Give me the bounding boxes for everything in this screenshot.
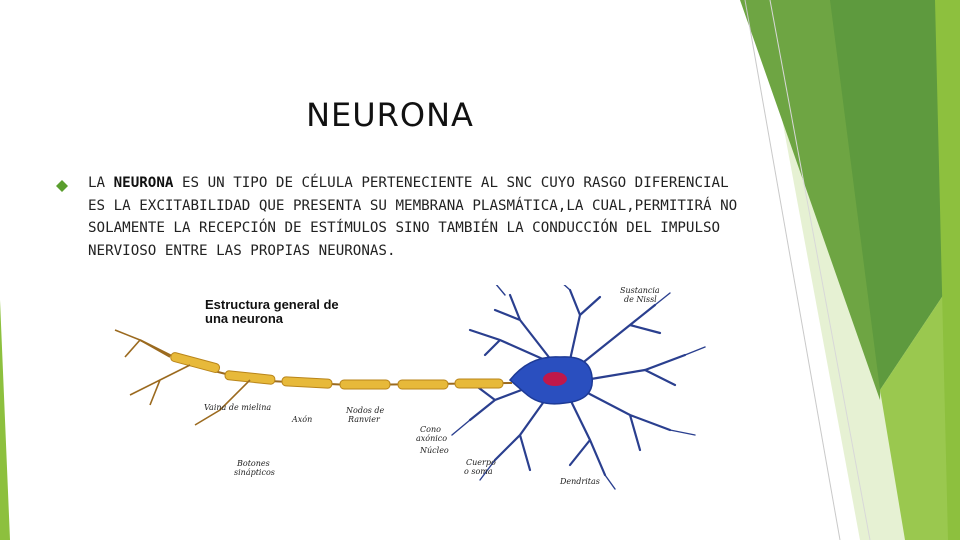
axon-terminals <box>114 329 251 426</box>
label-cono-line1: Cono <box>420 425 441 434</box>
neuron-nucleus <box>543 372 567 386</box>
label-axon: Axón <box>291 415 312 424</box>
slide-paragraph: LA NEURONA ES UN TIPO DE CÉLULA PERTENEC… <box>88 172 738 262</box>
slide-title: NEURONA <box>306 96 474 134</box>
deco-thin-line <box>744 0 841 540</box>
paragraph-prefix: LA <box>88 175 114 191</box>
neuron-diagram: Estructura general de una neurona Sustan… <box>114 285 706 490</box>
diagram-heading-line1: Estructura general de <box>205 297 339 312</box>
label-nissl-line2: de Nissl <box>624 295 657 304</box>
label-nucleo: Núcleo <box>419 446 449 455</box>
diamond-bullet-icon <box>56 180 68 192</box>
label-cuerpo-line2: o soma <box>464 467 493 476</box>
deco-green-dark-shape <box>830 0 960 390</box>
deco-green-light-shape <box>880 270 960 540</box>
paragraph-bold-term: NEURONA <box>113 175 174 191</box>
label-cono-line2: axónico <box>416 434 447 443</box>
label-dendritas: Dendritas <box>559 477 600 486</box>
label-vaina-mielina: Vaina de mielina <box>204 403 271 412</box>
deco-green-band-shape <box>935 0 960 540</box>
label-nodos-line2: Ranvier <box>347 415 381 424</box>
dendrites <box>451 285 706 490</box>
label-nissl-line1: Sustancia <box>620 286 660 295</box>
deco-thin-line-2 <box>769 0 871 540</box>
myelin-sheath <box>170 352 504 390</box>
label-cuerpo-line1: Cuerpo <box>466 458 496 467</box>
deco-left-green-sliver <box>0 300 10 540</box>
paragraph-rest: ES UN TIPO DE CÉLULA PERTENECIENTE AL SN… <box>88 175 738 259</box>
label-nodos-line1: Nodos de <box>345 406 385 415</box>
label-botones-line1: Botones <box>236 459 270 468</box>
label-botones-line2: sinápticos <box>234 468 275 477</box>
diagram-heading-line2: una neurona <box>205 311 284 326</box>
